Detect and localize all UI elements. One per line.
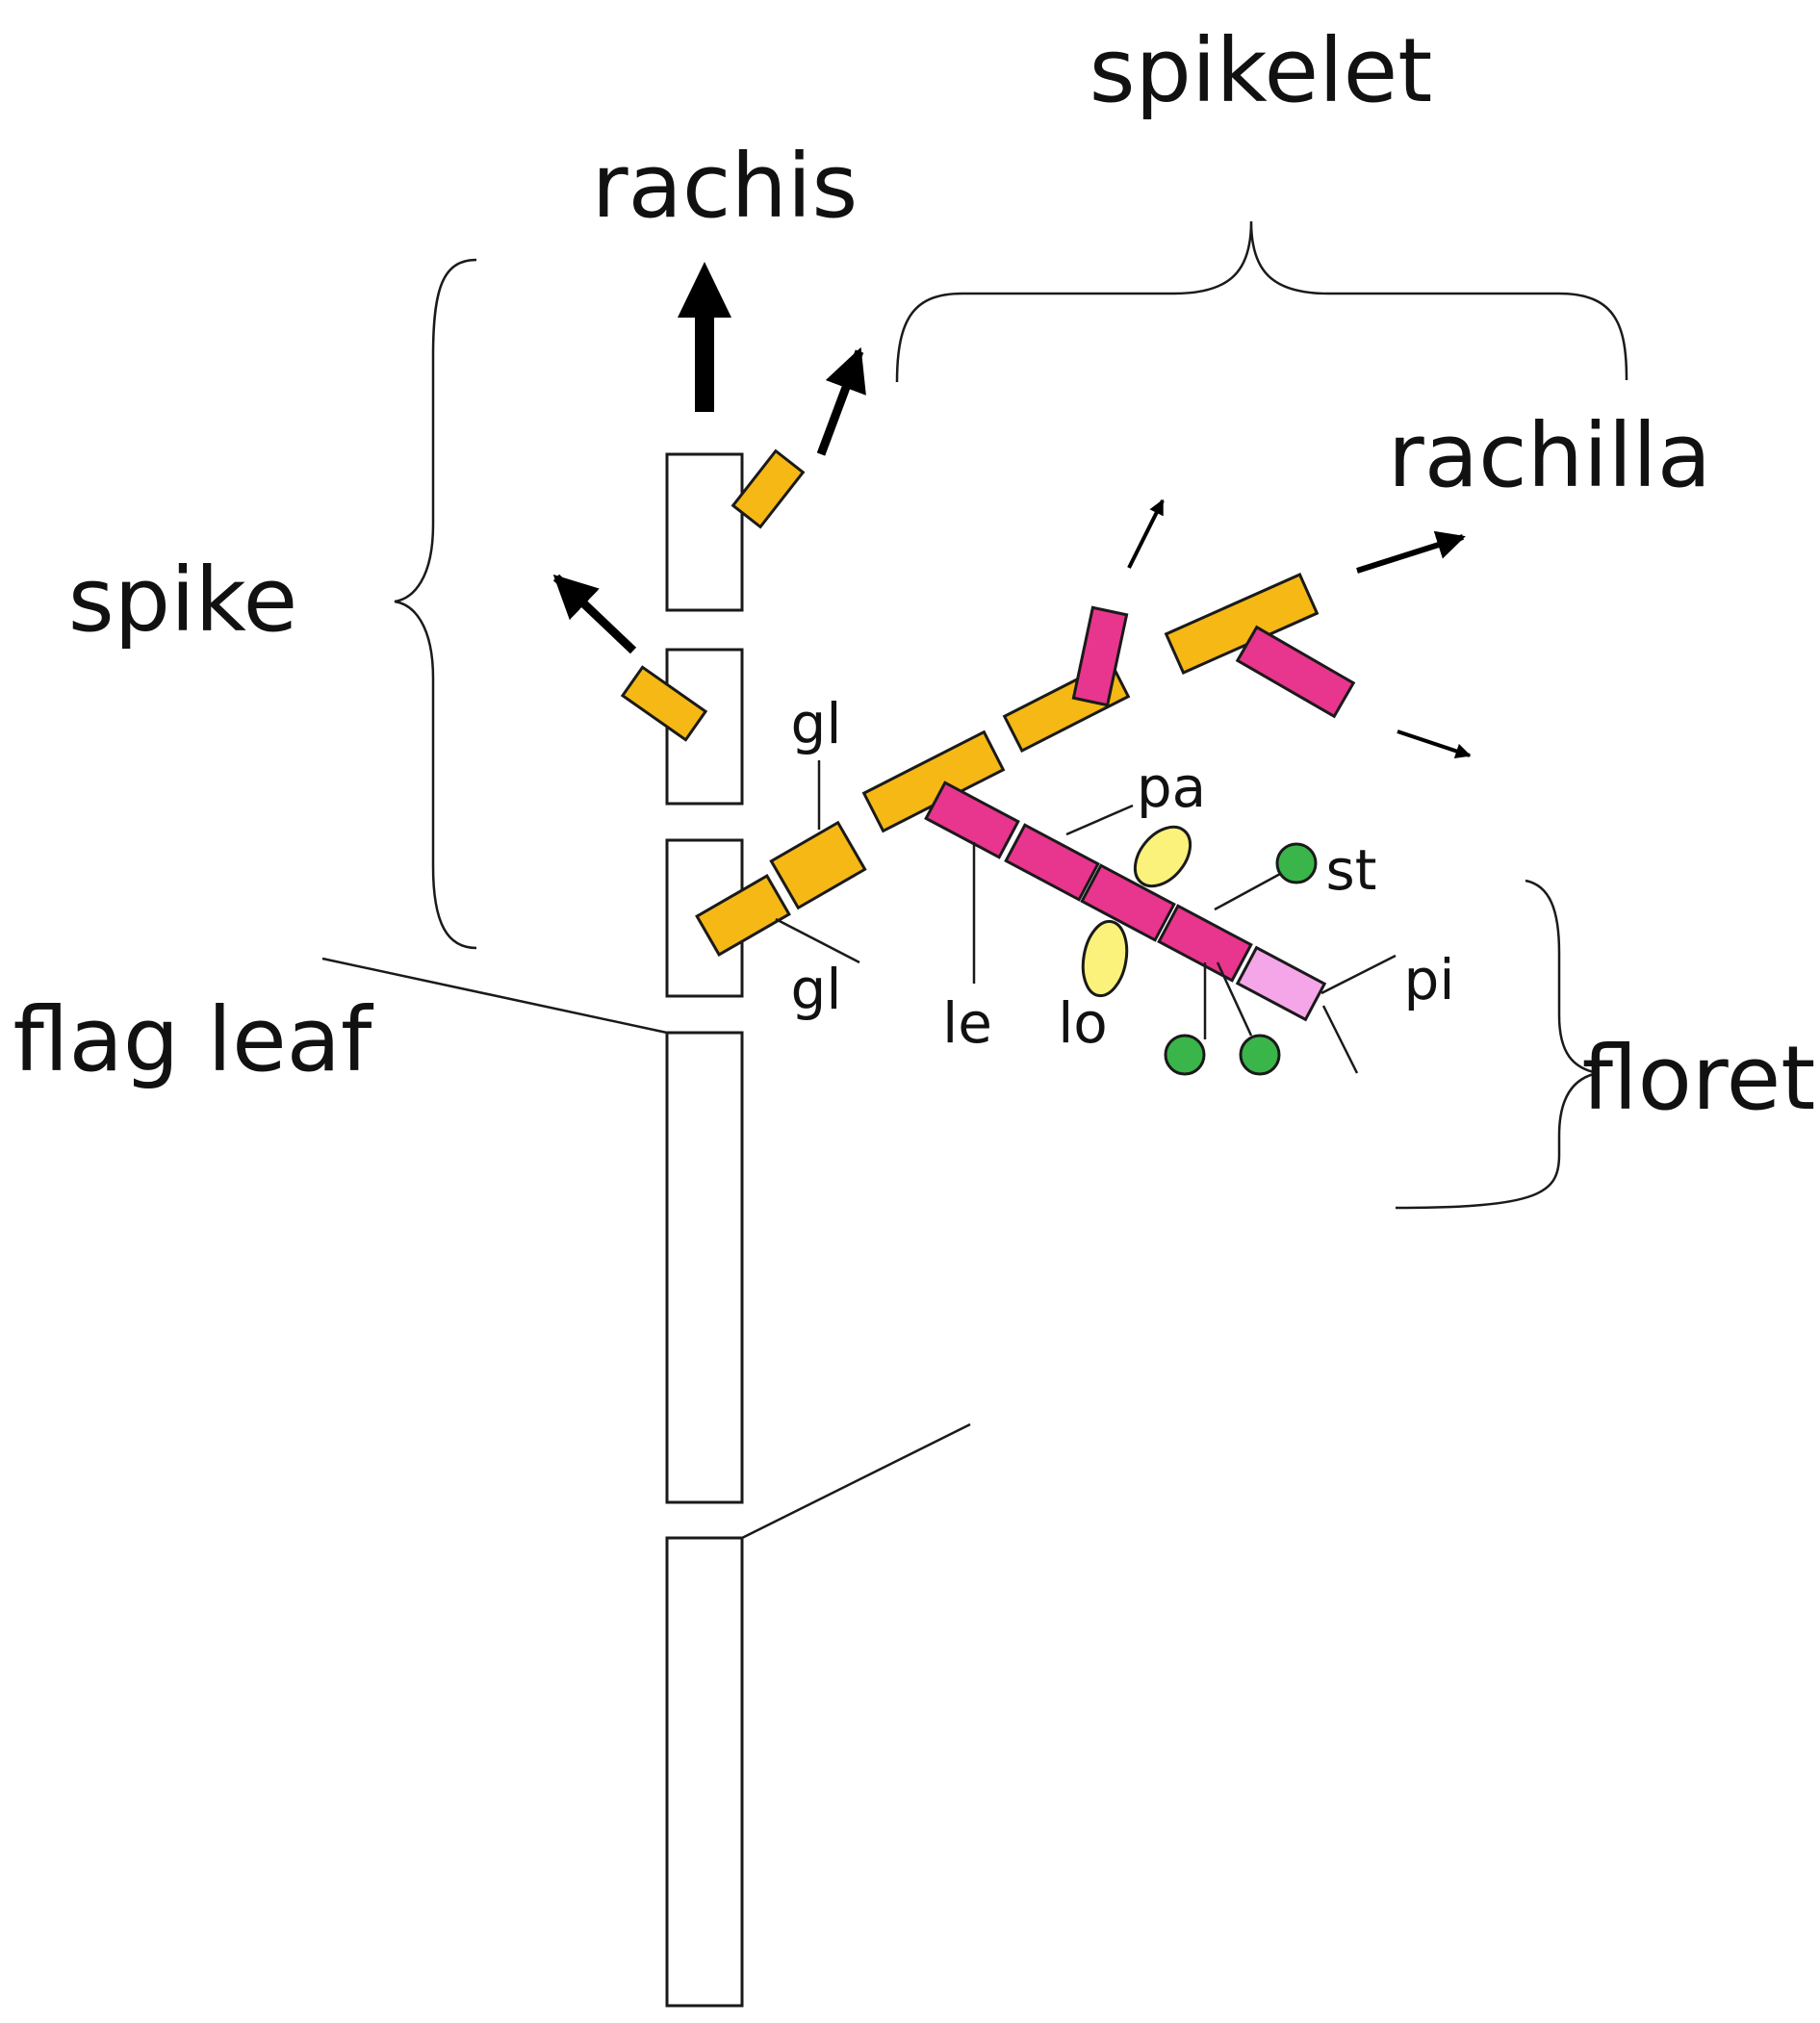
- floret-organ-4: [1157, 904, 1253, 983]
- stem-internode-1: [665, 1031, 744, 1504]
- stamen-3: [1239, 1034, 1281, 1076]
- stamen-1: [1275, 842, 1318, 884]
- left-spikelet-arrow: [552, 574, 637, 654]
- rachis-internode-1: [665, 452, 744, 612]
- label-rachilla: rachilla: [1388, 404, 1711, 507]
- label-le: le: [942, 990, 992, 1056]
- floret-brace: [1395, 879, 1599, 1210]
- upper-side-glume: [731, 448, 806, 529]
- label-lo: lo: [1058, 990, 1108, 1056]
- side-floret-lemma: [1235, 625, 1356, 719]
- floret-organ-2: [1004, 823, 1100, 902]
- label-gl-lower: gl: [791, 957, 842, 1022]
- left-side-glume: [620, 665, 708, 742]
- label-rachis: rachis: [592, 135, 859, 238]
- main-spikelet: [695, 573, 1356, 1076]
- pa-leader: [1065, 804, 1134, 836]
- stamen-2: [1164, 1034, 1206, 1076]
- rachis-arrow: [678, 262, 731, 412]
- label-flag-leaf: flag leaf: [13, 988, 375, 1091]
- label-spikelet: spikelet: [1089, 19, 1433, 122]
- label-spike: spike: [68, 549, 298, 652]
- stem-internode-2: [665, 1536, 744, 2008]
- pi-leader: [1320, 954, 1397, 995]
- lodicule-upper: [1133, 825, 1192, 888]
- side-floret-arrow: [1397, 730, 1472, 759]
- upper-floret-lemma: [1071, 605, 1129, 707]
- spike-brace: [394, 258, 477, 950]
- lower-leaf-leader-line: [741, 1422, 971, 1540]
- rachilla-arrow: [1356, 530, 1466, 574]
- lower-glume: [695, 874, 791, 957]
- label-floret: floret: [1582, 1027, 1816, 1130]
- lodicule-lower: [1081, 919, 1129, 998]
- floret-organ-3: [1080, 863, 1176, 942]
- label-pi: pi: [1404, 947, 1455, 1012]
- floret-organ-1: [924, 781, 1020, 859]
- pistil-shape: [1235, 945, 1327, 1022]
- label-pa: pa: [1137, 755, 1206, 820]
- gl-lower-leader: [775, 917, 860, 964]
- label-st: st: [1326, 837, 1377, 903]
- flag-leaf-leader-line: [321, 957, 668, 1035]
- stem: [665, 452, 744, 2008]
- label-gl-upper: gl: [791, 691, 842, 756]
- upper-spikelet-arrow: [816, 346, 866, 456]
- upper-glume: [769, 820, 867, 910]
- upper-floret-arrow: [1127, 499, 1165, 569]
- spikelet-brace: [895, 220, 1628, 383]
- pi-leader-2: [1321, 1005, 1359, 1074]
